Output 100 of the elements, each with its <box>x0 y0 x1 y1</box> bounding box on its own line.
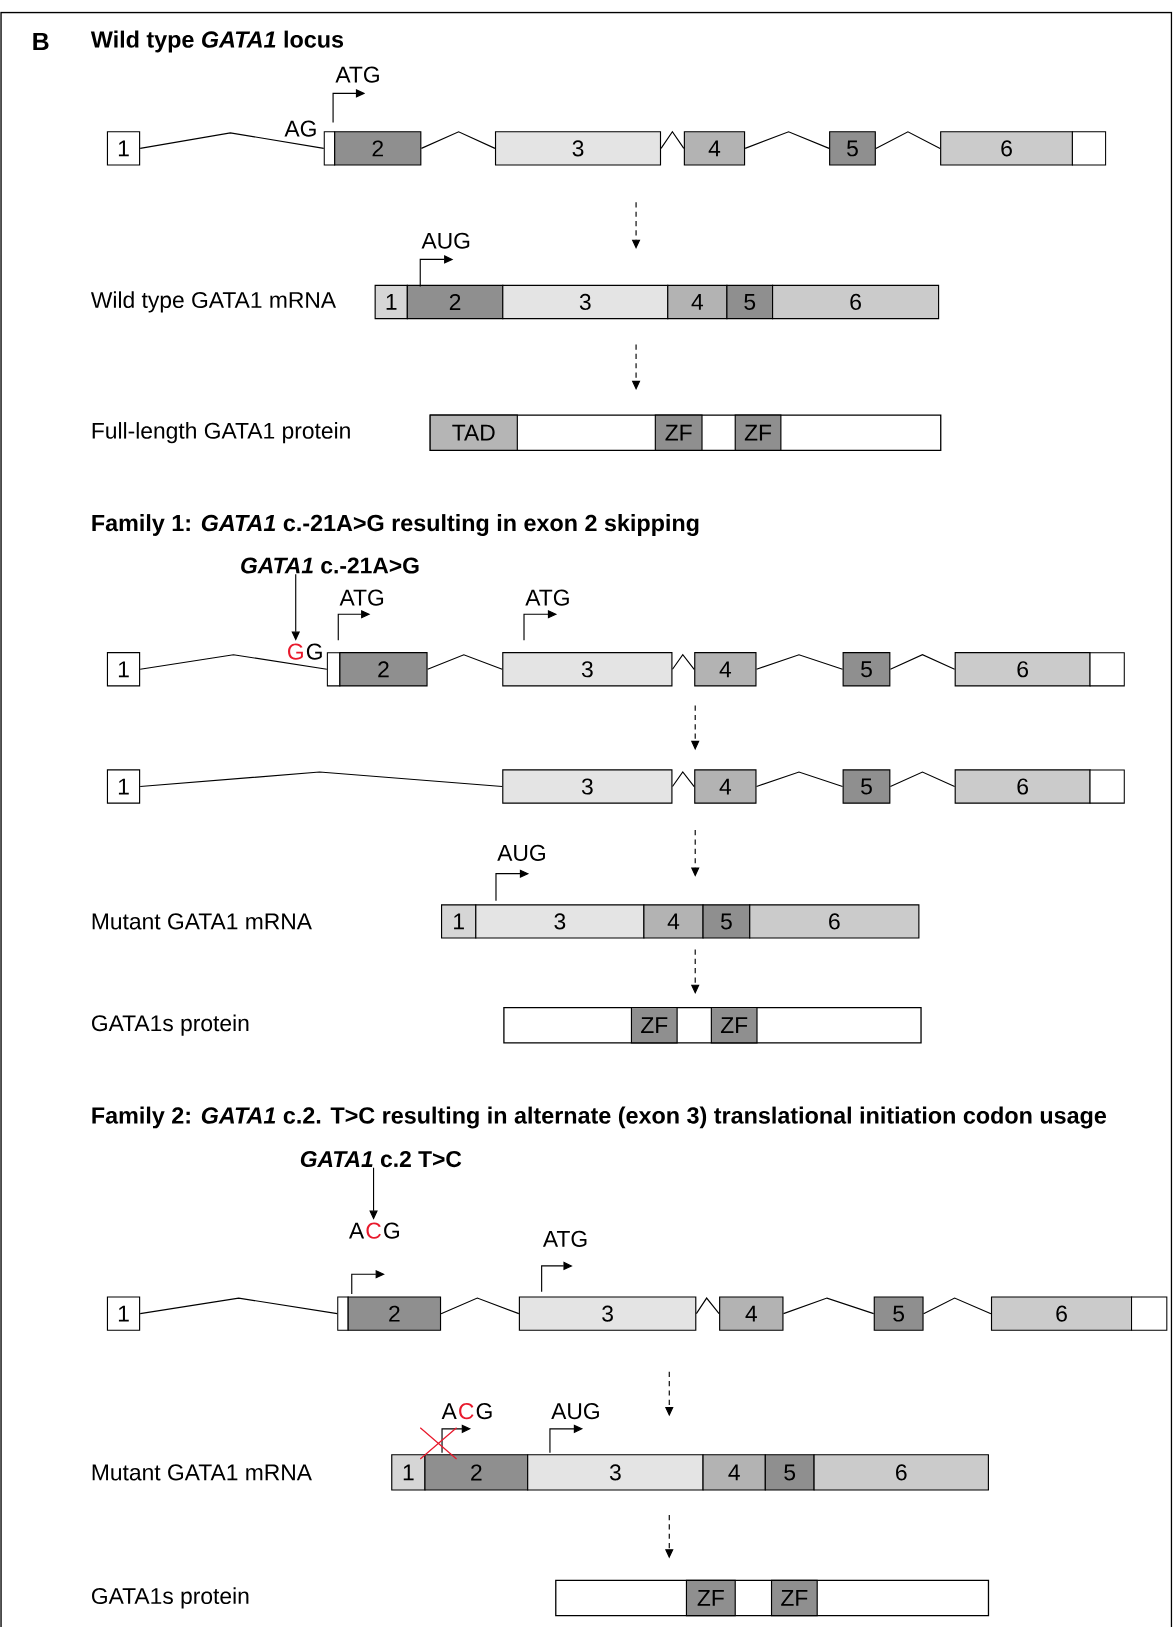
exon-box: 1 <box>374 284 409 320</box>
row-label: GATA1s protein <box>92 1014 249 1036</box>
intron-line <box>421 131 496 149</box>
exon-box: 5 <box>842 652 891 687</box>
intron-line <box>427 654 503 670</box>
utr-box <box>1089 769 1126 804</box>
exon-box: 5 <box>842 769 891 804</box>
exon-box: 2 <box>334 131 422 166</box>
codon-label: ATG <box>339 589 384 606</box>
exon-box: 5 <box>726 284 774 320</box>
exon-box: 2 <box>347 1296 442 1331</box>
row-label: Mutant GATA1 mRNA <box>92 1464 313 1481</box>
domain-box: ZF <box>686 1579 737 1617</box>
intron-line <box>783 1297 875 1315</box>
utr-box <box>1089 652 1126 687</box>
exon-box: 4 <box>719 1296 784 1331</box>
exon-box: 1 <box>107 131 141 166</box>
intron-line <box>672 771 695 788</box>
row-label: Full-length GATA1 protein <box>92 422 351 444</box>
utr-box <box>324 131 336 166</box>
mutation-arrow <box>369 1167 379 1220</box>
exon-box: 6 <box>749 904 920 939</box>
codon-label: ATG <box>543 1230 587 1248</box>
codon-label: ATG <box>335 66 380 83</box>
utr-box <box>1131 1296 1168 1331</box>
domain-box: ZF <box>654 414 703 451</box>
codon-label: G <box>476 1403 492 1420</box>
intron-line <box>744 131 830 149</box>
exon-box: 4 <box>694 652 757 687</box>
intron-line <box>756 654 844 670</box>
exon-box: 4 <box>684 131 746 166</box>
mutated-base-label: G <box>288 643 304 660</box>
intron-line <box>890 654 956 670</box>
exon-box: 5 <box>829 131 877 166</box>
exon-box: 5 <box>702 904 751 939</box>
exon-box: 4 <box>643 904 704 939</box>
exon-box: 2 <box>407 284 504 320</box>
intron-line <box>660 130 685 149</box>
section-heading: Wild type GATA1 locus <box>91 30 344 53</box>
exon-box: 4 <box>667 284 728 320</box>
exon-box: 6 <box>954 769 1091 804</box>
exon-box: 2 <box>339 652 428 687</box>
domain-box: ZF <box>771 1579 818 1617</box>
exon-box: 3 <box>502 284 669 320</box>
mutation-label: GATA1 c.2 T>C <box>301 1150 462 1168</box>
exon-box: 1 <box>107 769 141 804</box>
intron-line <box>923 1297 992 1315</box>
utr-box <box>1072 131 1107 166</box>
exon-box: 5 <box>873 1296 924 1331</box>
mutation-label: GATA1 c.-21A>G <box>241 557 419 574</box>
codon-label: AUG <box>551 1403 600 1420</box>
exon-box: 1 <box>391 1454 426 1491</box>
exon-box: 3 <box>502 769 673 804</box>
domain-box: ZF <box>711 1006 758 1044</box>
codon-label: AUG <box>497 844 546 862</box>
exon-box: 1 <box>107 652 141 687</box>
exon-box: 3 <box>502 652 673 687</box>
intron-line <box>440 1297 520 1315</box>
intron-line <box>756 771 844 788</box>
row-label: GATA1s protein <box>92 1587 249 1609</box>
codon-label: AG <box>284 120 316 137</box>
domain-box: ZF <box>734 414 782 451</box>
intron-line <box>139 771 503 788</box>
intron-line <box>890 771 956 788</box>
codon-label: A <box>441 1403 457 1420</box>
panel-letter: B <box>33 32 49 51</box>
section-heading: Family 1: GATA1 c.-21A>G resulting in exon 2 skipping <box>92 514 699 536</box>
exon-box: 6 <box>954 652 1091 687</box>
codon-label: ATG <box>525 589 569 606</box>
exon-box: 1 <box>107 1296 141 1331</box>
codon-label: A <box>349 1222 365 1239</box>
exon-box: 4 <box>702 1454 767 1491</box>
domain-box: TAD <box>429 414 519 451</box>
exon-box: 6 <box>940 131 1074 166</box>
codon-label: G <box>384 1222 400 1239</box>
codon-label: G <box>307 643 323 660</box>
exon-box: 6 <box>772 284 940 320</box>
intron-line <box>672 653 695 670</box>
exon-box: 2 <box>424 1454 529 1491</box>
section-heading: Family 2: GATA1 c.2. T>C resulting in alternate (exon 3) translational initiation codon usage <box>92 1106 1107 1129</box>
exon-box: 3 <box>475 904 645 939</box>
intron-line <box>696 1297 720 1315</box>
exon-box: 3 <box>519 1296 697 1331</box>
intron-line <box>139 132 325 149</box>
row-label: Wild type GATA1 mRNA <box>91 291 337 313</box>
exon-box: 4 <box>694 769 757 804</box>
mutated-base-label: C <box>366 1222 382 1239</box>
utr-box <box>337 1296 349 1331</box>
exon-box: 6 <box>813 1454 990 1491</box>
domain-box: ZF <box>631 1006 678 1044</box>
exon-box: 3 <box>527 1454 704 1491</box>
codon-label: AUG <box>421 232 470 249</box>
mutated-base-label: C <box>459 1403 474 1420</box>
intron-line <box>139 1297 339 1315</box>
exon-box: 6 <box>991 1296 1133 1331</box>
row-label: Mutant GATA1 mRNA <box>92 913 313 930</box>
intron-line <box>875 131 941 149</box>
exon-box: 1 <box>441 904 477 939</box>
exon-box: 5 <box>764 1454 815 1491</box>
exon-box: 3 <box>495 131 662 166</box>
